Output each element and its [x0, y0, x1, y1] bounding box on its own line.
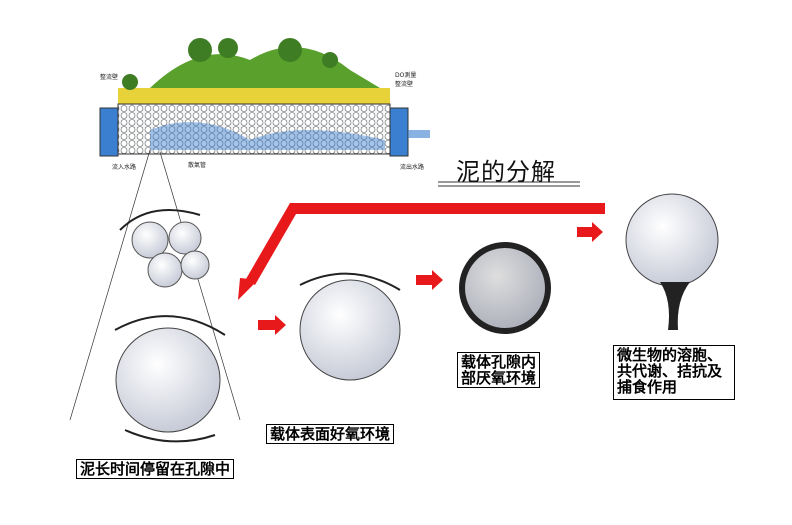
sludge-cluster [119, 209, 210, 288]
carrier-sphere-surface [299, 272, 401, 381]
carrier-sphere-retention [114, 315, 226, 443]
label-diffuser: 散氣管 [188, 162, 207, 169]
caption-line: 部厌氧环境 [461, 369, 537, 387]
facility-illustration [69, 38, 430, 421]
carrier-sphere-anaerobic [459, 242, 551, 334]
caption-line: 共代谢、拮抗及 [617, 362, 723, 380]
red-flow-arrow [238, 203, 605, 300]
label-inlet: 流入水路 [112, 164, 137, 171]
caption-interior: 载体孔隙内 部厌氧环境 [457, 352, 541, 388]
caption-retention: 泥长时间停留在孔隙中 [76, 459, 235, 479]
label-outlet: 流出水路 [400, 164, 425, 171]
caption-text: 载体表面好氧环境 [270, 425, 391, 443]
caption-line: 载体孔隙内 [461, 353, 537, 371]
small-arrow-3 [577, 222, 603, 242]
caption-line: 微生物的溶胞、 [617, 346, 723, 364]
caption-microbe: 微生物的溶胞、 共代谢、拮抗及 捕食作用 [613, 345, 736, 400]
small-arrow-1 [258, 315, 286, 335]
label-do-meter: DO測量 [395, 72, 417, 79]
caption-text: 泥长时间停留在孔隙中 [80, 460, 231, 478]
label-right-wall: 整流壁 [395, 81, 414, 88]
carrier-sphere-microbe [625, 193, 719, 330]
caption-line: 捕食作用 [617, 378, 678, 396]
caption-surface: 载体表面好氧环境 [266, 424, 395, 444]
small-arrow-2 [416, 270, 443, 290]
label-left-wall: 整流壁 [100, 74, 119, 81]
page-title: 泥的分解 [456, 158, 556, 186]
